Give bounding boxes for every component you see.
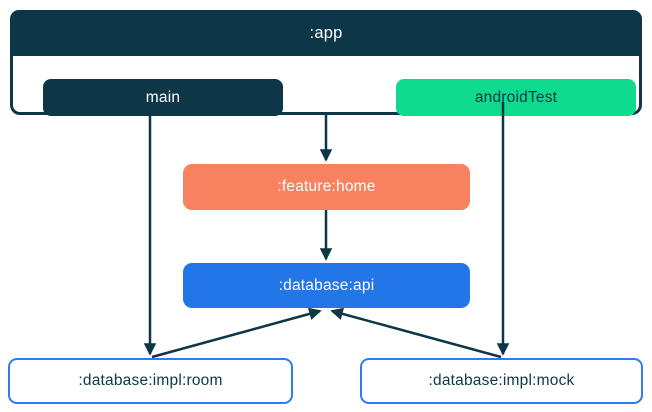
node-feature-home: :feature:home — [183, 164, 470, 210]
arrow-database-impl-room-to-database-api — [151, 307, 322, 359]
node-main-label: main — [145, 88, 181, 106]
node-database-api: :database:api — [183, 263, 470, 308]
node-database-impl-room-label: :database:impl:room — [78, 372, 223, 389]
node-app-header: :app — [10, 10, 642, 56]
node-main-source-set: main — [43, 79, 283, 116]
node-androidtest-source-set: androidTest — [396, 79, 636, 116]
arrow-database-impl-mock-to-database-api — [330, 307, 502, 359]
node-database-impl-mock-label: :database:impl:mock — [428, 372, 575, 389]
node-app: :app main androidTest — [10, 10, 642, 116]
node-app-label: :app — [309, 23, 343, 42]
node-feature-home-label: :feature:home — [277, 178, 376, 195]
node-database-api-label: :database:api — [278, 276, 375, 294]
node-database-impl-room: :database:impl:room — [8, 358, 293, 404]
node-database-impl-mock: :database:impl:mock — [360, 358, 643, 404]
node-androidtest-label: androidTest — [474, 88, 558, 106]
